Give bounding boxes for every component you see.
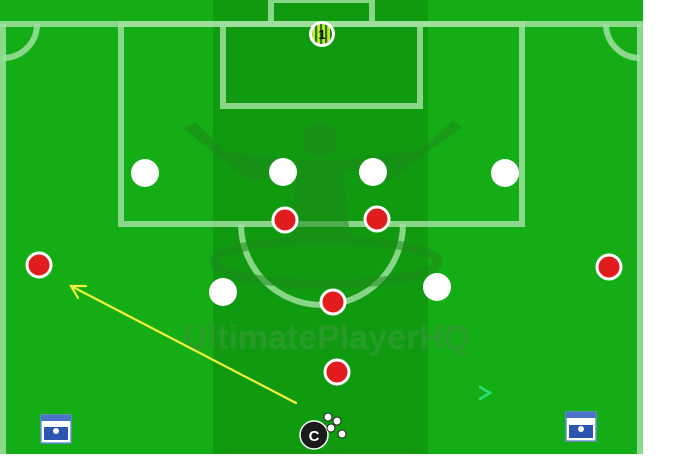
watermark-brand-bold: HQ [419, 319, 470, 357]
defender-marker [359, 158, 387, 186]
coach: C [299, 420, 329, 450]
corner-arc-left [2, 23, 40, 61]
ball-bag-icon [40, 414, 72, 444]
ball-pile-icon [323, 412, 347, 439]
watermark-text: UltimatePlayerHQ [183, 319, 470, 357]
watermark-brand-light: UltimatePlayer [183, 319, 419, 357]
attacker-marker [271, 206, 299, 234]
attackers [25, 205, 623, 386]
corner-arc-right [603, 23, 641, 61]
attacker-marker [363, 205, 391, 233]
defender-marker [209, 278, 237, 306]
defender-marker [269, 158, 297, 186]
ball-bag-icon [565, 411, 597, 442]
defender-marker [491, 159, 519, 187]
defender-marker [423, 273, 451, 301]
direction-chevron-icon [478, 385, 493, 401]
pass-arrow [69, 284, 298, 405]
defenders [131, 158, 519, 306]
goalkeeper: 1 [309, 21, 335, 47]
attacker-marker [319, 288, 347, 316]
goalkeeper-number: 1 [318, 27, 325, 42]
attacker-marker [595, 253, 623, 281]
attacker-marker [323, 358, 351, 386]
coach-letter: C [309, 428, 320, 445]
defender-marker [131, 159, 159, 187]
attacker-marker [25, 251, 53, 279]
